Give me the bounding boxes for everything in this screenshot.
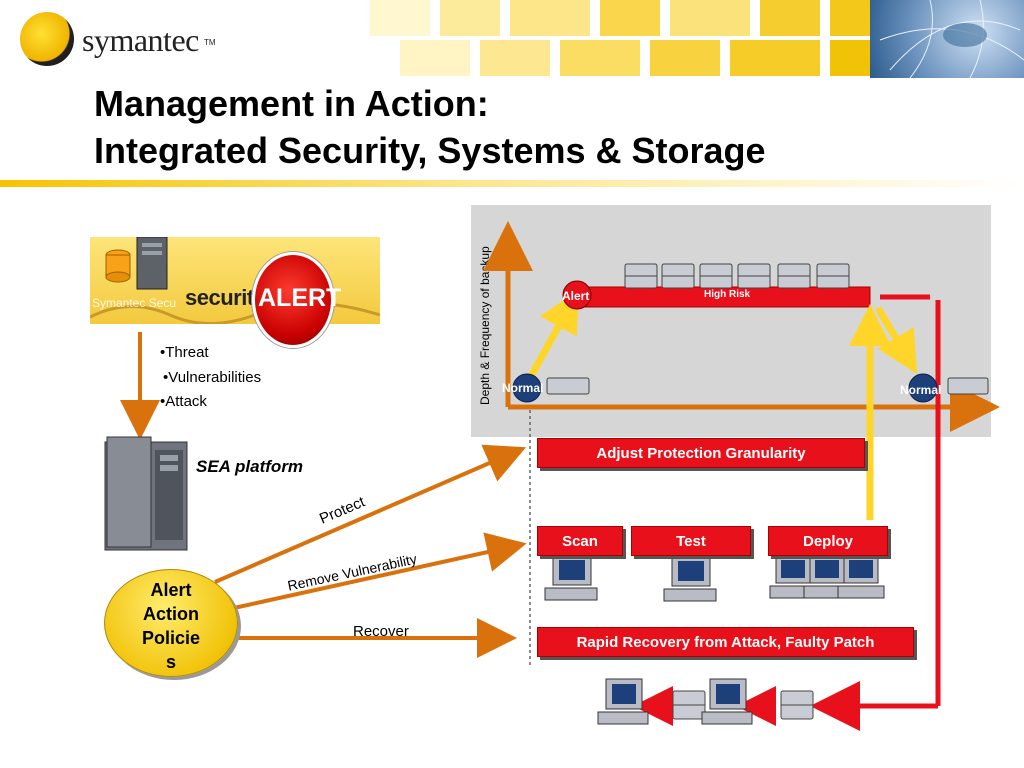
title-line-2: Integrated Security, Systems & Storage xyxy=(94,130,766,171)
rapid-recovery-label: Rapid Recovery from Attack, Faulty Patch xyxy=(576,634,875,651)
bullet-attack: •Attack xyxy=(160,393,207,410)
normal-node-right xyxy=(908,373,938,403)
remove-vulnerability-arrow xyxy=(233,532,527,610)
logo-wordmark: symantec xyxy=(82,22,199,58)
deploy-box: Deploy xyxy=(768,526,888,556)
workstation-screens xyxy=(559,560,873,704)
test-box: Test xyxy=(631,526,751,556)
rise-to-alert-arrow xyxy=(526,289,579,380)
server-stack-dividers xyxy=(625,275,849,706)
bullet-threat: •Threat xyxy=(160,344,209,361)
fall-to-normal-arrow xyxy=(874,306,918,375)
policy-line-1: Alert xyxy=(150,580,192,600)
globe-grid-icon xyxy=(879,0,1024,78)
normal-node-left xyxy=(512,373,542,403)
policy-line-4: s xyxy=(165,652,176,672)
alert-badge-text: ALERT xyxy=(258,284,342,312)
normal-label-right: Normal xyxy=(900,383,942,397)
page-title: Management in Action: Integrated Securit… xyxy=(94,80,994,174)
recover-label: Recover xyxy=(353,623,409,640)
scan-label: Scan xyxy=(562,533,598,550)
scan-box: Scan xyxy=(537,526,623,556)
banner-caption: Symantec Secu xyxy=(92,296,177,310)
protect-arrow xyxy=(214,444,527,584)
normal-label-left: Normal xyxy=(502,381,544,395)
logo-mark-icon xyxy=(20,12,74,66)
bullet-vulnerabilities: •Vulnerabilities xyxy=(163,369,262,386)
rapid-recovery-box: Rapid Recovery from Attack, Faulty Patch xyxy=(537,627,914,657)
sea-platform-label: SEA platform xyxy=(196,457,304,476)
globe-image xyxy=(870,0,1024,78)
logo-trademark: TM xyxy=(204,38,216,47)
adjust-protection-label: Adjust Protection Granularity xyxy=(596,445,806,462)
sea-platform-server-icon xyxy=(104,436,188,551)
alert-action-policies-oval xyxy=(104,569,238,677)
alert-tag: Alert xyxy=(562,289,590,303)
symantec-logo: symantec TM xyxy=(20,12,220,66)
alert-badge xyxy=(252,252,334,348)
alert-action-policies-label: Alert Action Policie s xyxy=(110,578,232,674)
deploy-label: Deploy xyxy=(802,533,853,550)
title-divider xyxy=(0,180,1024,187)
adjust-protection-box: Adjust Protection Granularity xyxy=(537,438,865,468)
test-label: Test xyxy=(676,533,706,550)
policy-line-3: Policie xyxy=(141,628,201,648)
alert-node xyxy=(562,280,592,310)
high-risk-label: High Risk xyxy=(704,289,751,300)
policy-line-2: Action xyxy=(143,604,199,624)
title-line-1: Management in Action: xyxy=(94,83,489,124)
